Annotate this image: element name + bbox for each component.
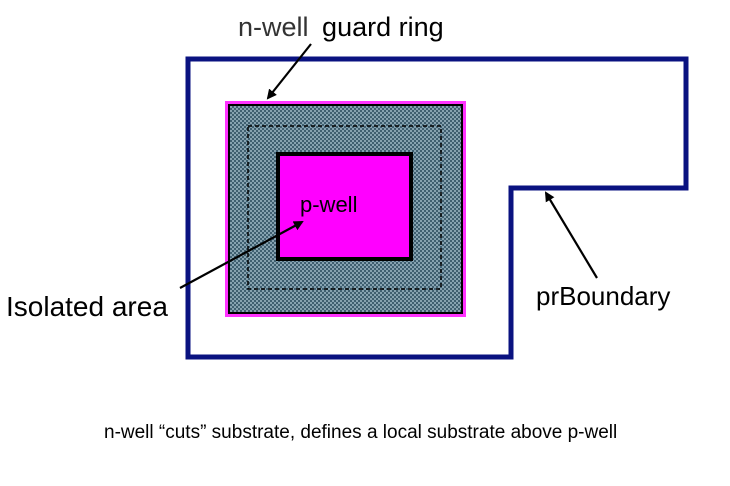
guard-ring-label: n-well guard ring [238,12,444,42]
dashed-inner-outline [247,125,442,290]
guard-ring-label-suffix: guard ring [322,12,444,42]
p-well-label: p-well [300,192,357,217]
isolated-area-label: Isolated area [6,291,168,322]
pr-boundary-label: prBoundary [536,281,670,311]
guard-ring-label-prefix: n-well [238,12,309,42]
pr-boundary-arrow [544,191,598,279]
isolated-area-arrow [179,221,304,289]
pr-boundary-outline [185,56,689,360]
caption: n-well “cuts” substrate, defines a local… [104,422,617,443]
guard-ring-arrow [266,43,312,100]
p-well-region [276,152,413,261]
